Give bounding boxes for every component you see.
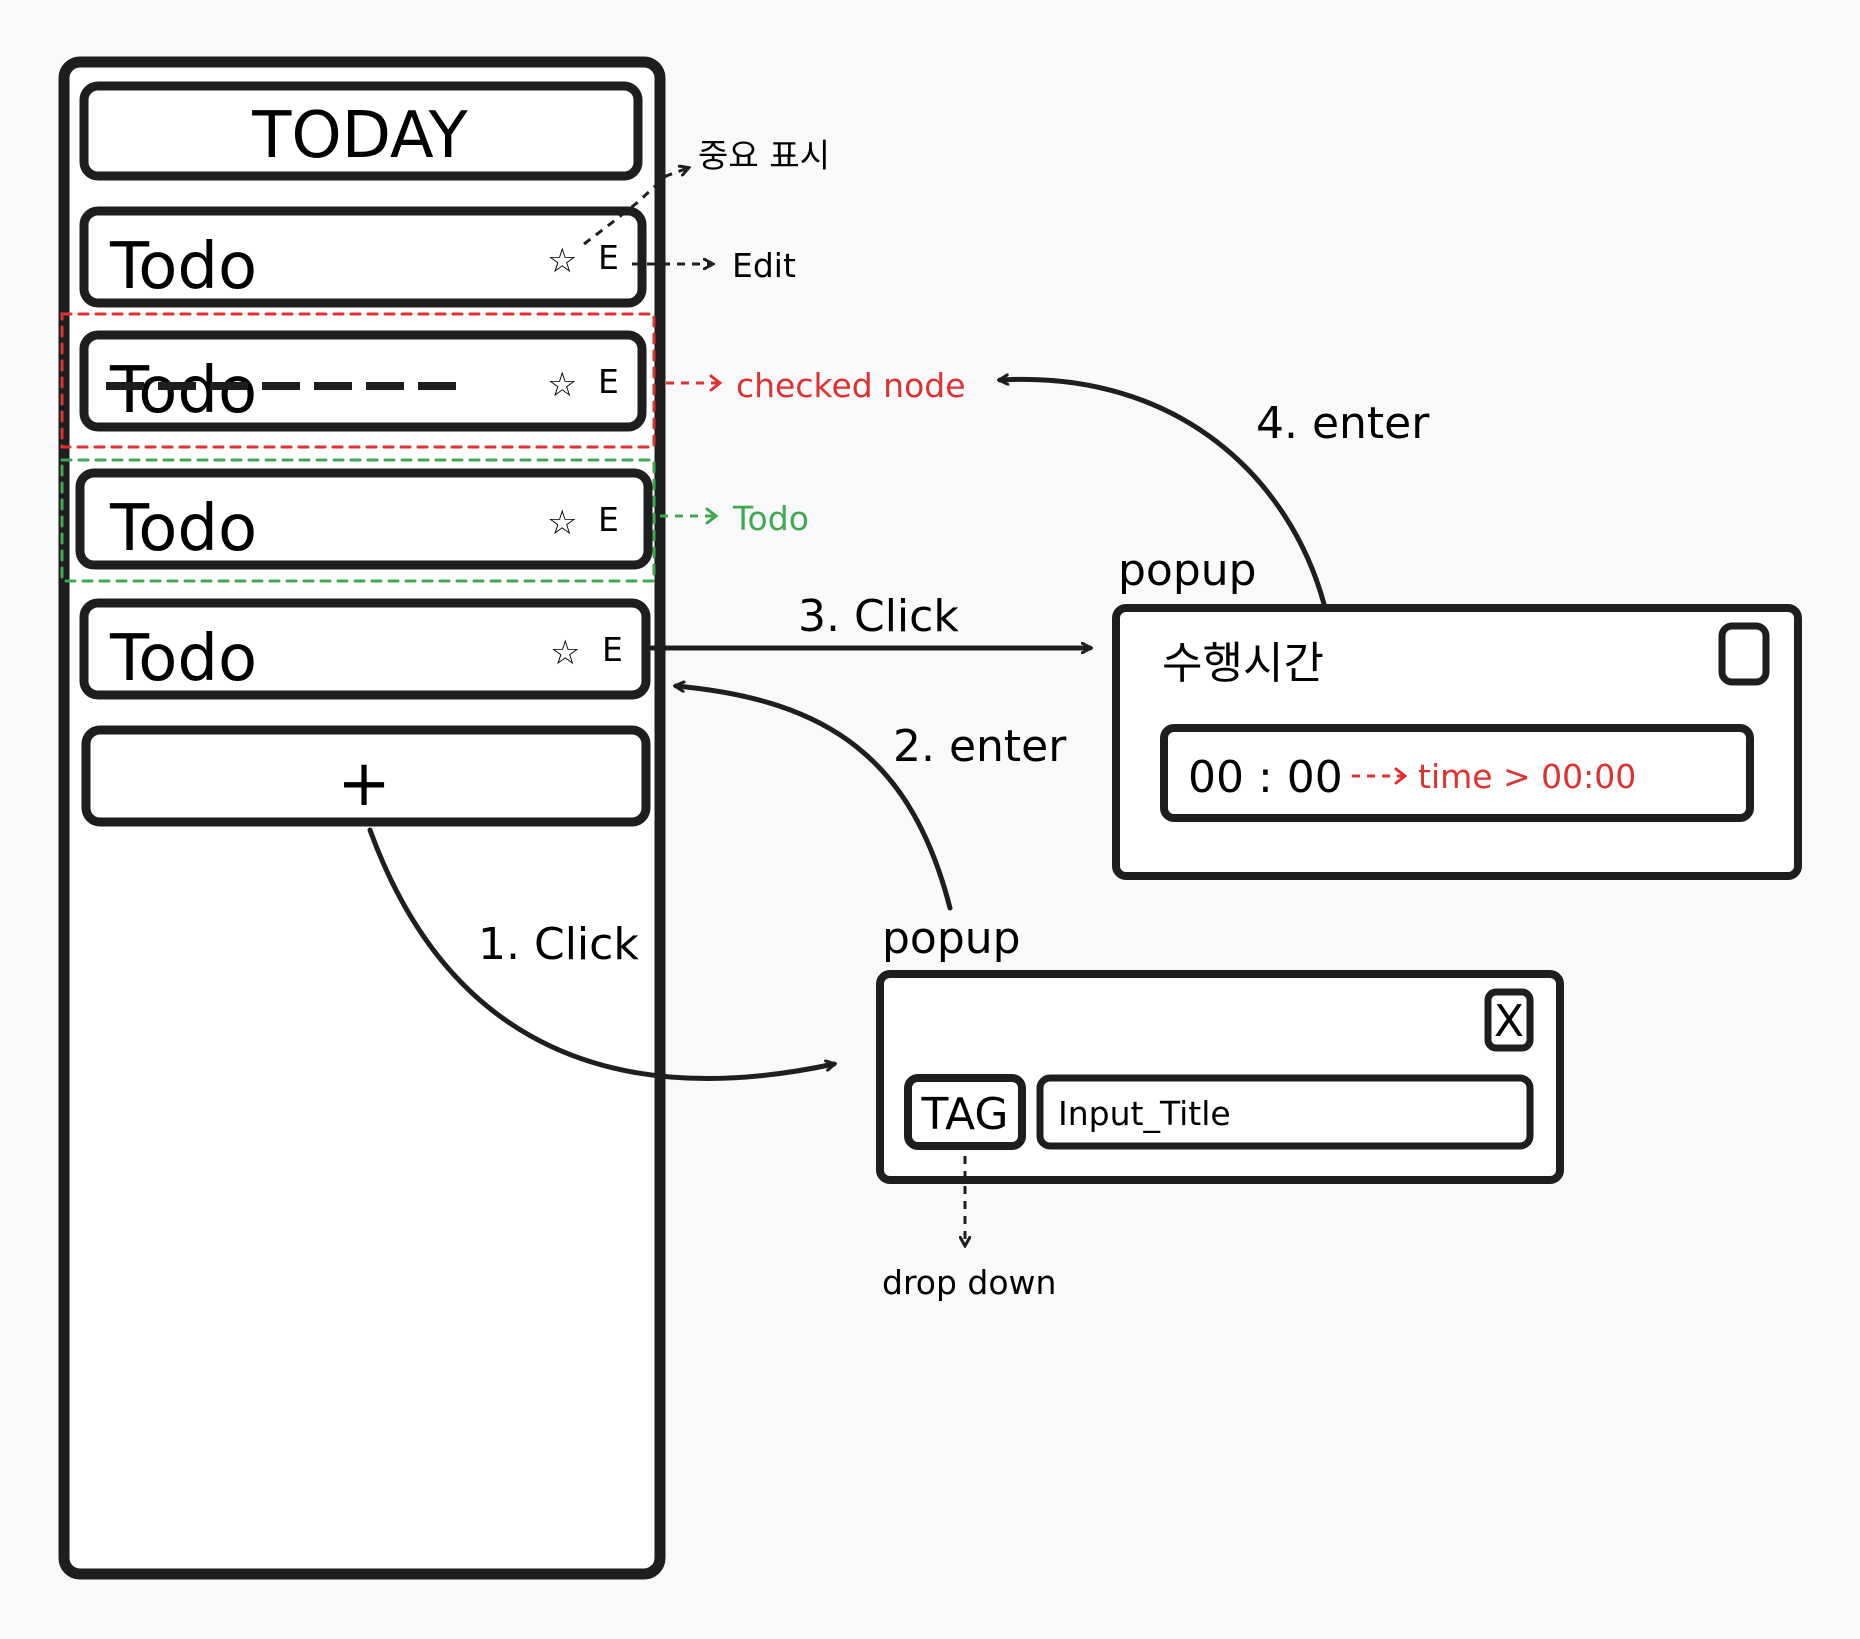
- step1-arrow: [367, 827, 834, 1081]
- checked-node-note: checked node: [736, 366, 966, 405]
- time-value: 00 : 00: [1188, 752, 1343, 803]
- todo-label: Todo: [109, 622, 257, 696]
- todo-item[interactable]: Todo ☆ E: [79, 598, 651, 700]
- today-header: TODAY: [79, 81, 643, 181]
- add-popup-title: popup: [882, 913, 1021, 964]
- step2-arrow: [676, 686, 953, 911]
- today-title: TODAY: [251, 99, 468, 173]
- todo-item-active[interactable]: Todo ☆ E: [75, 468, 653, 570]
- checked-node-arrowhead: [709, 374, 723, 392]
- add-popup: X TAG Input_Title: [876, 970, 1564, 1184]
- todo-label: Todo: [109, 354, 257, 428]
- step3-label: 3. Click: [798, 591, 959, 642]
- step4-label: 4. enter: [1256, 398, 1430, 449]
- star-icon[interactable]: ☆: [547, 241, 577, 281]
- todo-label: Todo: [109, 492, 257, 566]
- star-icon[interactable]: ☆: [550, 633, 580, 673]
- close-button[interactable]: X: [1484, 988, 1534, 1052]
- todo-item-checked[interactable]: Todo ☆ E: [79, 330, 647, 432]
- time-popup: 수행시간 00 : 00 time > 00:00: [1112, 604, 1802, 880]
- todo-label: Todo: [109, 230, 257, 304]
- edit-button[interactable]: E: [598, 362, 619, 401]
- todo-item[interactable]: Todo ☆ E: [79, 206, 647, 308]
- important-note: 중요 표시: [698, 136, 830, 175]
- todo-arrowhead: [705, 507, 719, 525]
- todo-node-highlight: [60, 458, 656, 583]
- edit-button[interactable]: E: [602, 630, 623, 669]
- star-icon[interactable]: ☆: [547, 503, 577, 543]
- dropdown-note: drop down: [882, 1263, 1056, 1302]
- todo-note: Todo: [732, 499, 809, 538]
- step1-label: 1. Click: [478, 919, 639, 970]
- time-popup-checkbox[interactable]: [1718, 622, 1770, 686]
- plus-icon: +: [337, 747, 391, 821]
- star-icon[interactable]: ☆: [547, 365, 577, 405]
- edit-note: Edit: [732, 246, 796, 285]
- time-popup-title: popup: [1118, 545, 1257, 596]
- edit-button[interactable]: E: [598, 238, 619, 277]
- edit-button[interactable]: E: [598, 500, 619, 539]
- title-input[interactable]: Input_Title: [1036, 1074, 1534, 1150]
- tag-dropdown[interactable]: TAG: [904, 1074, 1026, 1150]
- add-todo-button[interactable]: +: [81, 725, 651, 827]
- step4-arrow: [1000, 379, 1327, 607]
- time-note: time > 00:00: [1418, 757, 1636, 796]
- time-input[interactable]: [1160, 724, 1754, 822]
- time-arrowhead: [1394, 767, 1408, 785]
- close-icon: X: [1494, 996, 1524, 1047]
- tag-label: TAG: [921, 1089, 1009, 1140]
- checked-node-highlight: [60, 312, 656, 449]
- step2-label: 2. enter: [893, 721, 1067, 772]
- title-input-placeholder: Input_Title: [1058, 1094, 1231, 1133]
- time-popup-heading: 수행시간: [1162, 638, 1324, 689]
